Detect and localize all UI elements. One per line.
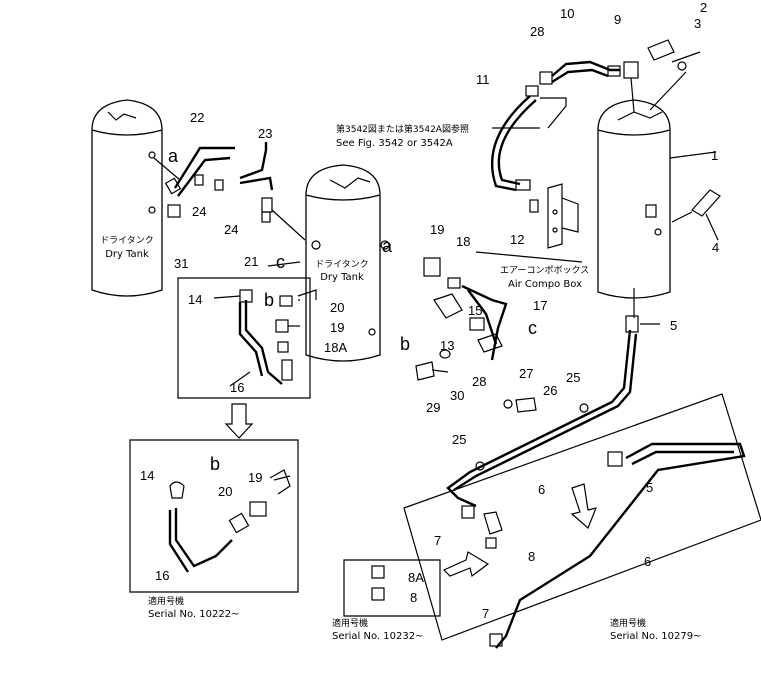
dry-tank-mid-jp: ドライタンク xyxy=(315,259,369,270)
reference-en: See Fig. 3542 or 3542A xyxy=(336,138,453,149)
label-9: 9 xyxy=(614,12,621,27)
label-5: 5 xyxy=(670,318,677,333)
label-7b: 7 xyxy=(482,606,489,621)
serial-1-en: Serial No. 10222~ xyxy=(148,609,239,620)
dry-tank-left-jp: ドライタンク xyxy=(100,235,154,246)
label-15: 15 xyxy=(468,303,482,318)
label-24b: 24 xyxy=(224,222,238,237)
label-27: 27 xyxy=(519,366,533,381)
label-3: 3 xyxy=(694,16,701,31)
serial-3-en: Serial No. 10279~ xyxy=(610,631,701,642)
arrow-down-4 xyxy=(570,483,597,530)
label-4: 4 xyxy=(712,240,719,255)
label-1: 1 xyxy=(711,148,718,163)
label-7: 7 xyxy=(434,533,441,548)
captions: 第3542図または第3542A図参照 See Fig. 3542 or 3542… xyxy=(148,123,701,642)
label-11: 11 xyxy=(476,72,490,87)
inset-2 xyxy=(129,439,299,593)
label-28b: 28 xyxy=(472,374,486,389)
main-tank-right xyxy=(597,99,671,318)
label-6: 6 xyxy=(538,482,545,497)
dry-tank-left: ドライタンク Dry Tank xyxy=(91,99,163,297)
label-10: 10 xyxy=(560,6,574,21)
label-25: 25 xyxy=(566,370,580,385)
inset-1 xyxy=(177,277,317,399)
callout-c-left: c xyxy=(276,252,285,272)
label-20b: 20 xyxy=(218,484,232,499)
label-14: 14 xyxy=(188,292,202,307)
label-8b: 8 xyxy=(410,590,417,605)
callout-c-right: c xyxy=(528,318,537,338)
label-17: 17 xyxy=(533,298,547,313)
part-labels: 1 2 3 4 5 5 6 6 7 7 8 8 8A 9 10 11 12 13… xyxy=(140,0,719,621)
label-12: 12 xyxy=(510,232,524,247)
serial-2-jp: 適用号機 xyxy=(332,617,368,629)
label-19b: 19 xyxy=(330,320,344,335)
inset-4 xyxy=(403,393,761,649)
callout-a-left: a xyxy=(168,146,179,166)
label-16: 16 xyxy=(230,380,244,395)
label-24: 24 xyxy=(192,204,206,219)
label-29: 29 xyxy=(426,400,440,415)
serial-1-jp: 適用号機 xyxy=(148,595,184,607)
compo-box-en: Air Compo Box xyxy=(508,279,582,290)
hose-11 xyxy=(490,85,567,213)
top-right-fittings xyxy=(539,39,687,113)
serial-2-en: Serial No. 10232~ xyxy=(332,631,423,642)
left-tank-piping xyxy=(153,142,306,241)
label-6b: 6 xyxy=(644,554,651,569)
label-19c: 19 xyxy=(248,470,262,485)
label-31: 31 xyxy=(174,256,188,271)
letter-callouts: a a b b b c c xyxy=(168,146,537,474)
valve-4 xyxy=(671,189,721,223)
dry-tank-left-en: Dry Tank xyxy=(105,249,149,260)
label-13: 13 xyxy=(440,338,454,353)
label-2: 2 xyxy=(700,0,707,15)
middle-fittings xyxy=(415,251,583,381)
leader-lines xyxy=(213,51,719,387)
label-18a: 18A xyxy=(324,340,347,355)
callout-b-inset2: b xyxy=(210,454,220,474)
label-22: 22 xyxy=(190,110,204,125)
label-25b: 25 xyxy=(452,432,466,447)
pipe-6-main xyxy=(446,315,639,549)
label-26: 26 xyxy=(543,383,557,398)
air-compo-box-bracket xyxy=(547,183,579,249)
compo-box-jp: エアーコンポボックス xyxy=(500,265,589,276)
label-14b: 14 xyxy=(140,468,154,483)
label-20: 20 xyxy=(330,300,344,315)
label-21: 21 xyxy=(244,254,258,269)
label-8a: 8A xyxy=(408,570,424,585)
label-23: 23 xyxy=(258,126,272,141)
label-16b: 16 xyxy=(155,568,169,583)
callout-b-inset: b xyxy=(264,290,274,310)
dry-tank-mid: ドライタンク Dry Tank xyxy=(305,164,390,362)
arrow-left-3 xyxy=(442,551,490,578)
callout-a-mid: a xyxy=(382,236,393,256)
label-18: 18 xyxy=(456,234,470,249)
label-19: 19 xyxy=(430,222,444,237)
label-8: 8 xyxy=(528,549,535,564)
inset-3 xyxy=(343,559,441,617)
reference-jp: 第3542図または第3542A図参照 xyxy=(336,123,469,135)
label-30: 30 xyxy=(450,388,464,403)
label-5b: 5 xyxy=(646,480,653,495)
callout-b-mid: b xyxy=(400,334,410,354)
dry-tank-mid-en: Dry Tank xyxy=(320,272,364,283)
label-28: 28 xyxy=(530,24,544,39)
arrow-down-1 xyxy=(224,403,254,439)
serial-3-jp: 適用号機 xyxy=(610,617,646,629)
